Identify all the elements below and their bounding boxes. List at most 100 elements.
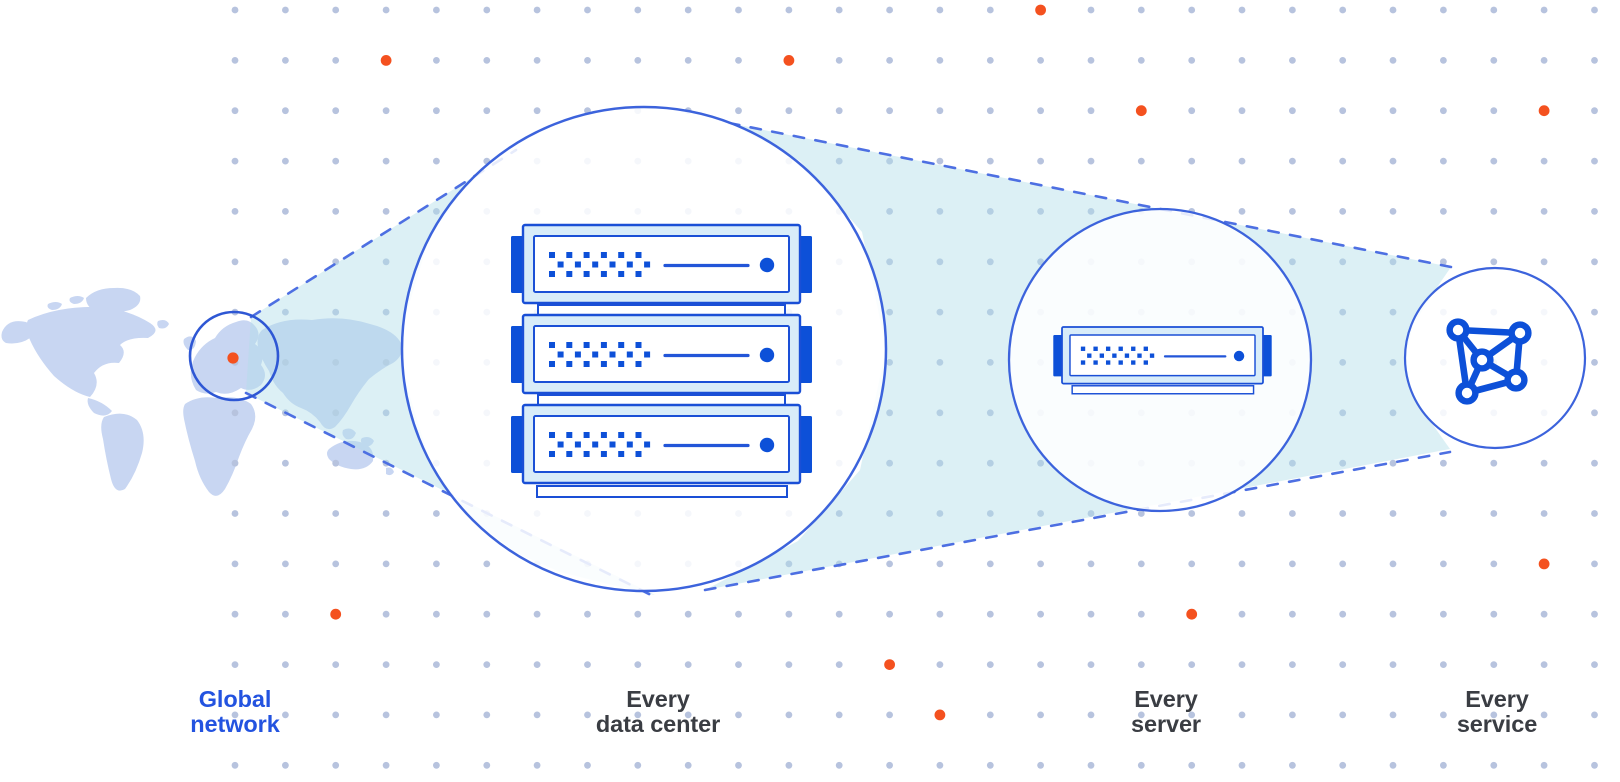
grid-dot bbox=[1087, 560, 1095, 568]
grid-dot bbox=[1238, 661, 1246, 668]
grid-dot bbox=[1540, 661, 1548, 668]
grid-dot bbox=[1087, 107, 1095, 115]
grid-dot bbox=[684, 761, 692, 769]
grid-dot bbox=[483, 57, 491, 64]
grid-dot bbox=[1339, 157, 1347, 165]
grid-dot bbox=[1389, 761, 1397, 769]
grid-dot bbox=[1591, 57, 1598, 64]
grid-dot bbox=[735, 711, 742, 719]
grid-dot bbox=[533, 761, 541, 769]
grid-dot bbox=[533, 610, 541, 618]
grid-dot bbox=[835, 6, 843, 14]
grid-dot bbox=[1389, 107, 1397, 115]
grid-dot bbox=[1389, 661, 1397, 668]
grid-dot bbox=[886, 409, 893, 417]
grid-dot bbox=[231, 510, 239, 517]
grid-dot bbox=[1188, 107, 1196, 115]
grid-dot bbox=[1591, 258, 1598, 266]
grid-dot bbox=[1238, 107, 1246, 115]
grid-dot bbox=[1540, 459, 1548, 467]
grid-dot bbox=[1440, 610, 1447, 618]
grid-dot bbox=[231, 761, 239, 769]
grid-dot bbox=[1238, 6, 1246, 14]
grid-dot bbox=[1087, 57, 1095, 64]
grid-dot bbox=[1490, 6, 1498, 14]
grid-dot bbox=[1490, 157, 1498, 165]
grid-dot bbox=[1339, 761, 1347, 769]
grid-dot bbox=[1188, 510, 1196, 517]
grid-dot bbox=[1339, 560, 1347, 568]
grid-dot bbox=[785, 761, 793, 769]
grid-dot bbox=[1037, 711, 1044, 719]
grid-dot bbox=[332, 661, 340, 668]
grid-dot bbox=[1037, 661, 1044, 668]
grid-dot bbox=[433, 661, 440, 668]
grid-dot bbox=[433, 57, 440, 64]
grid-dot bbox=[634, 661, 642, 668]
grid-dot bbox=[1389, 258, 1397, 266]
grid-dot bbox=[986, 560, 994, 568]
grid-dot bbox=[382, 308, 390, 316]
grid-dot bbox=[1339, 459, 1347, 467]
grid-dot bbox=[1087, 157, 1095, 165]
grid-dot bbox=[1389, 6, 1397, 14]
grid-dot bbox=[1490, 258, 1498, 266]
grid-dot bbox=[1238, 560, 1246, 568]
orange-accent-dot bbox=[884, 659, 895, 670]
grid-dot bbox=[1037, 510, 1044, 517]
grid-dot bbox=[1087, 510, 1095, 517]
grid-dot bbox=[1339, 107, 1347, 115]
grid-dot bbox=[1188, 57, 1196, 64]
grid-dot bbox=[533, 661, 541, 668]
grid-dot bbox=[1440, 711, 1447, 719]
grid-dot bbox=[986, 157, 994, 165]
grid-dot bbox=[1440, 661, 1447, 668]
map-highlight-circle bbox=[188, 310, 280, 402]
grid-dot bbox=[1188, 560, 1196, 568]
grid-dot bbox=[483, 711, 491, 719]
grid-dot bbox=[1540, 761, 1548, 769]
grid-dot bbox=[332, 208, 340, 215]
grid-dot bbox=[936, 560, 944, 568]
grid-dot bbox=[886, 57, 893, 64]
grid-dot bbox=[1591, 6, 1598, 14]
grid-dot bbox=[1389, 711, 1397, 719]
grid-dot bbox=[1440, 459, 1447, 467]
grid-dot bbox=[684, 6, 692, 14]
grid-dot bbox=[1087, 711, 1095, 719]
grid-dot bbox=[1137, 661, 1145, 668]
grid-dot bbox=[986, 258, 994, 266]
grid-dot bbox=[634, 711, 642, 719]
grid-dot bbox=[936, 761, 944, 769]
grid-dot bbox=[1490, 57, 1498, 64]
grid-dot bbox=[1289, 208, 1296, 215]
grid-dot bbox=[1188, 6, 1196, 14]
grid-dot bbox=[1339, 661, 1347, 668]
grid-dot bbox=[886, 610, 893, 618]
grid-dot bbox=[533, 6, 541, 14]
grid-dot bbox=[1037, 107, 1044, 115]
grid-dot bbox=[1440, 57, 1447, 64]
grid-dot bbox=[1289, 510, 1296, 517]
grid-dot bbox=[1540, 711, 1548, 719]
grid-dot bbox=[1137, 157, 1145, 165]
grid-dot bbox=[936, 107, 944, 115]
label-every-service: Every service bbox=[1456, 686, 1538, 737]
grid-dot bbox=[231, 409, 239, 417]
grid-dot bbox=[835, 107, 843, 115]
data-center-rack-icon bbox=[509, 223, 814, 498]
grid-dot bbox=[936, 510, 944, 517]
grid-dot bbox=[1490, 107, 1498, 115]
grid-dot bbox=[433, 711, 440, 719]
grid-dot bbox=[332, 57, 340, 64]
orange-accent-dot bbox=[783, 55, 795, 66]
grid-dot bbox=[1137, 711, 1145, 719]
grid-dot bbox=[282, 610, 289, 618]
grid-dot bbox=[584, 610, 591, 618]
grid-dot bbox=[1339, 258, 1347, 266]
grid-dot bbox=[332, 761, 340, 769]
orange-accent-dot bbox=[1538, 558, 1550, 570]
grid-dot bbox=[1540, 610, 1548, 618]
